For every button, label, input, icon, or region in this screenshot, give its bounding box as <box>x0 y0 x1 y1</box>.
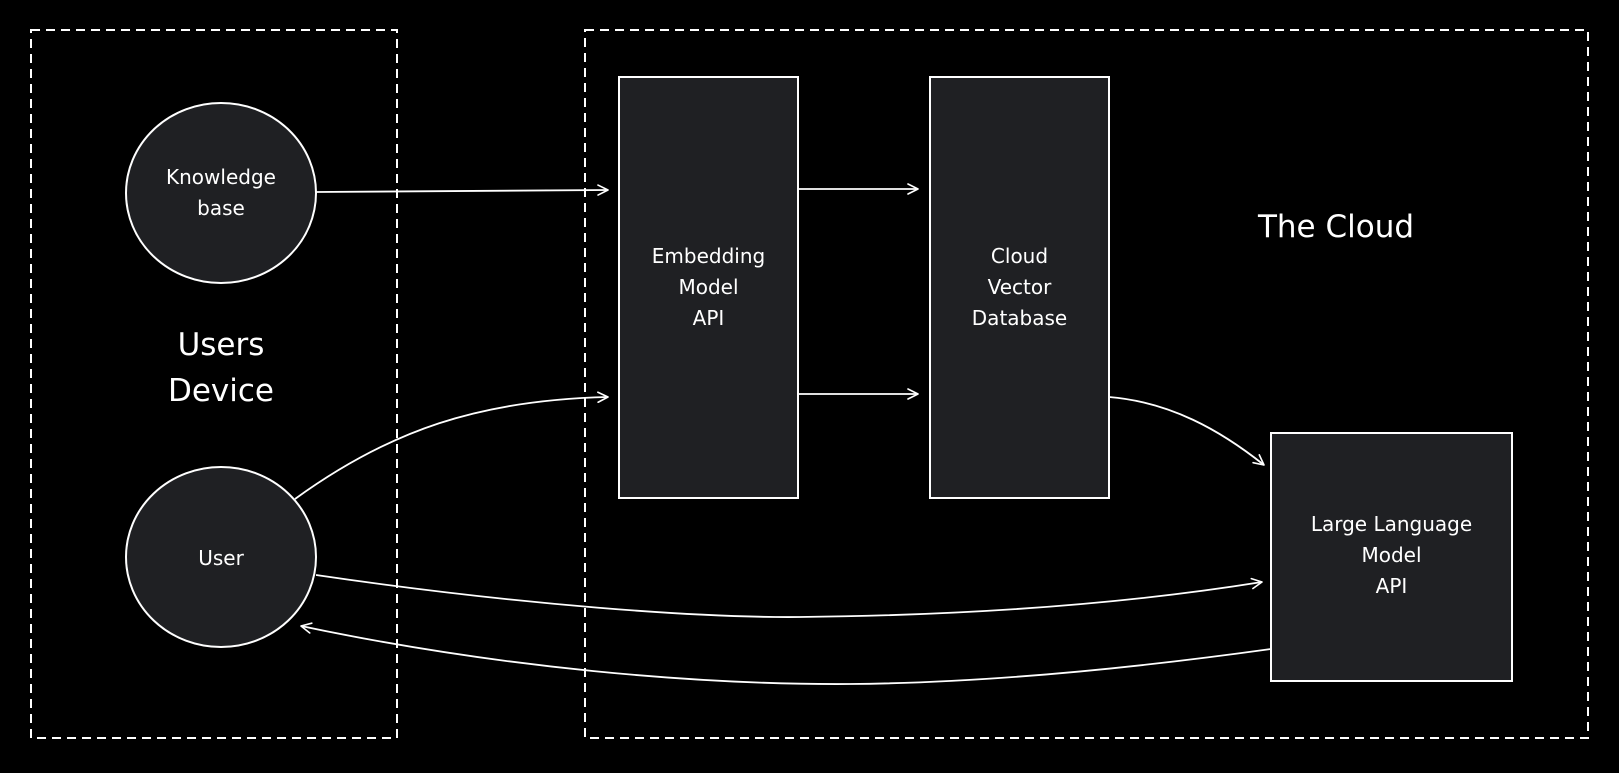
edge-user-to-embedding <box>294 391 609 500</box>
cloud-vector-database-label: Cloud Vector Database <box>971 243 1068 330</box>
embedding-model-api-label: Embedding Model API <box>651 243 766 330</box>
cloud-label: The Cloud <box>1257 209 1415 245</box>
users-device-zone <box>30 29 398 739</box>
large-language-model-api-node <box>1270 432 1513 682</box>
cloud-vector-database-node <box>929 76 1110 499</box>
knowledge-base-label: Knowledge base <box>166 165 276 220</box>
user-node <box>125 466 317 648</box>
knowledge-base-node <box>125 102 317 284</box>
edge-llm-to-user <box>300 622 1272 685</box>
edge-knowledge-base-to-embedding <box>315 184 609 196</box>
embedding-model-api-node <box>618 76 799 499</box>
edge-vector-db-to-llm <box>1108 396 1265 466</box>
cloud-zone <box>584 29 1589 739</box>
user-label: User <box>198 545 244 570</box>
large-language-model-api-label: Large Language Model API <box>1310 511 1473 598</box>
edge-user-to-llm <box>315 574 1263 618</box>
users-device-label: Users Device <box>167 327 275 409</box>
